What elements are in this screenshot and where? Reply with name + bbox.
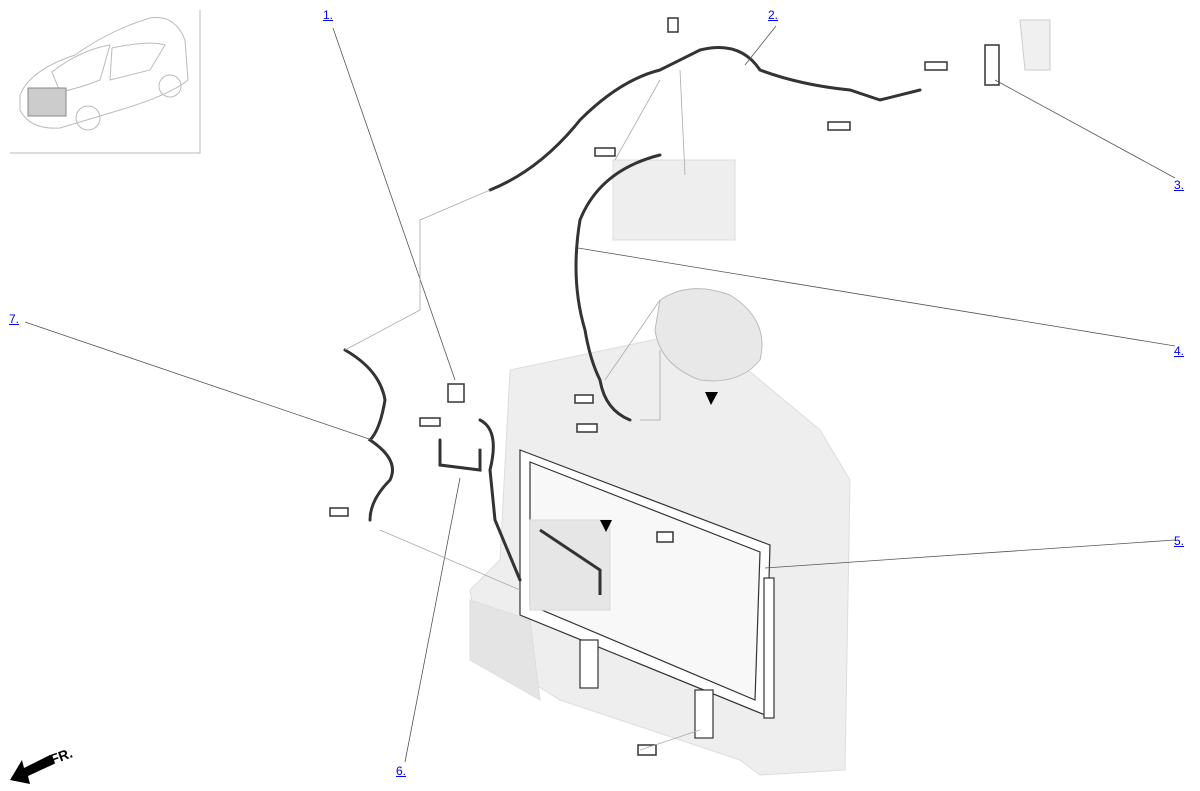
callout-7[interactable]: 7. [9, 312, 20, 326]
callout-6[interactable]: 6. [396, 764, 407, 778]
callout-3[interactable]: 3. [1174, 178, 1185, 192]
callout-4[interactable]: 4. [1174, 344, 1185, 358]
vehicle-locator-inset [10, 10, 201, 154]
callout-1[interactable]: 1. [323, 8, 334, 22]
callout-2[interactable]: 2. [768, 8, 779, 22]
compressor-ghost [612, 159, 763, 405]
front-direction-arrow-icon [10, 755, 54, 784]
refrigerant-pipes [343, 17, 1051, 582]
bolts [329, 61, 948, 756]
leader-lines [24, 25, 1176, 763]
condenser-drawing [519, 449, 775, 739]
callout-5[interactable]: 5. [1174, 534, 1185, 548]
